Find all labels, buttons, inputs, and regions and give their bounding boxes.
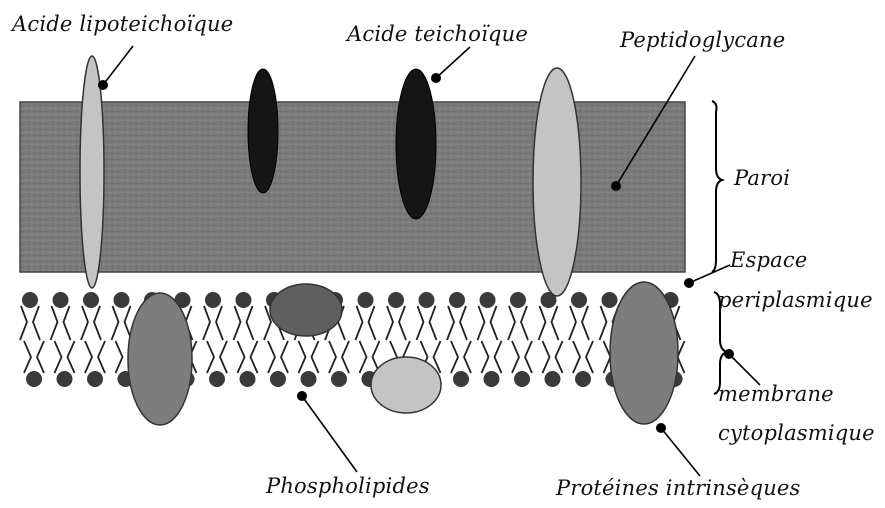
- phospholipid-head: [87, 371, 103, 387]
- phospholipid-head: [419, 292, 435, 308]
- phospholipid-tail: [268, 341, 288, 373]
- phospholipid-tail: [207, 341, 227, 373]
- phospholipid-head: [602, 292, 618, 308]
- pointer-dot: [684, 278, 694, 288]
- label-membrane-line1: membrane: [718, 384, 834, 405]
- label-espace-line1: Espace: [730, 250, 807, 271]
- phospholipid-head: [480, 292, 496, 308]
- phospholipid-head: [53, 292, 69, 308]
- phospholipid-head: [571, 292, 587, 308]
- phospholipid-head: [449, 292, 465, 308]
- leader-espace: [689, 265, 730, 283]
- protein-bottom: [371, 357, 441, 413]
- label-membrane-line2: cytoplasmique: [718, 423, 875, 444]
- phospholipid-tail: [543, 341, 563, 373]
- label-peptidoglycane: Peptidoglycane: [620, 30, 785, 51]
- phospholipid-head: [57, 371, 73, 387]
- phospholipid-head: [114, 292, 130, 308]
- label-acide-lipoteichoique: Acide lipoteichoïque: [12, 14, 233, 35]
- leader-lipoteichoic: [103, 46, 133, 85]
- phospholipid-tail: [417, 306, 437, 340]
- phospholipid-tail: [203, 306, 223, 340]
- phospholipid-tail: [539, 306, 559, 340]
- phospholipid-head: [26, 371, 42, 387]
- phospholipid-tail: [55, 341, 75, 373]
- phospholipid-head: [484, 371, 500, 387]
- leader-membrane: [729, 354, 760, 385]
- phospholipid-tail: [569, 306, 589, 340]
- phospholipid-tail: [329, 341, 349, 373]
- label-acide-teichoique: Acide teichoïque: [347, 24, 528, 45]
- phospholipid-head: [205, 292, 221, 308]
- phospholipid-tail: [234, 306, 254, 340]
- phospholipid-tail: [482, 341, 502, 373]
- protein-right: [610, 282, 678, 424]
- label-paroi: Paroi: [734, 168, 790, 189]
- phospholipid-head: [514, 371, 530, 387]
- phospholipid-tail: [508, 306, 528, 340]
- teichoic-acid-right: [396, 69, 436, 219]
- phospholipid-head: [301, 371, 317, 387]
- phospholipid-tail: [573, 341, 593, 373]
- phospholipid-tail: [386, 306, 406, 340]
- leader-phospholipides: [302, 396, 357, 472]
- phospholipid-tail: [112, 306, 132, 340]
- pointer-dot: [656, 423, 666, 433]
- phospholipid-tail: [512, 341, 532, 373]
- phospholipid-head: [358, 292, 374, 308]
- phospholipid-tail: [478, 306, 498, 340]
- peptidoglycan-layer: [20, 102, 685, 272]
- protein-top: [270, 284, 342, 336]
- phospholipid-tail: [238, 341, 258, 373]
- pointer-dot: [98, 80, 108, 90]
- label-proteines-intrinseques: Protéines intrinsèques: [556, 478, 801, 499]
- phospholipid-head: [270, 371, 286, 387]
- peptidoglycan-molecule: [533, 68, 581, 296]
- label-phospholipides: Phospholipides: [266, 476, 430, 497]
- protein-left: [128, 293, 192, 425]
- phospholipid-tail: [20, 306, 40, 340]
- phospholipid-tail: [451, 341, 471, 373]
- phospholipid-tail: [360, 341, 380, 373]
- phospholipid-tail: [299, 341, 319, 373]
- phospholipid-head: [236, 292, 252, 308]
- phospholipid-head: [545, 371, 561, 387]
- leader-teichoic: [436, 47, 470, 78]
- phospholipid-head: [453, 371, 469, 387]
- phospholipid-tail: [24, 341, 44, 373]
- phospholipid-bilayer: [20, 292, 685, 387]
- phospholipid-tail: [356, 306, 376, 340]
- phospholipid-head: [22, 292, 38, 308]
- leader-proteines: [661, 428, 700, 476]
- phospholipid-head: [209, 371, 225, 387]
- phospholipid-head: [575, 371, 591, 387]
- phospholipid-tail: [81, 306, 101, 340]
- paroi-bracket: [712, 101, 722, 272]
- phospholipid-head: [388, 292, 404, 308]
- phospholipid-tail: [51, 306, 71, 340]
- label-espace-line2: periplasmique: [718, 290, 873, 311]
- pointer-dot: [297, 391, 307, 401]
- phospholipid-head: [510, 292, 526, 308]
- phospholipid-head: [240, 371, 256, 387]
- pointer-dot: [431, 73, 441, 83]
- phospholipid-head: [83, 292, 99, 308]
- phospholipid-tail: [85, 341, 105, 373]
- phospholipid-head: [331, 371, 347, 387]
- pointer-dot: [611, 181, 621, 191]
- teichoic-acid-left: [248, 69, 278, 193]
- lipoteichoic-acid: [80, 56, 104, 288]
- phospholipid-tail: [447, 306, 467, 340]
